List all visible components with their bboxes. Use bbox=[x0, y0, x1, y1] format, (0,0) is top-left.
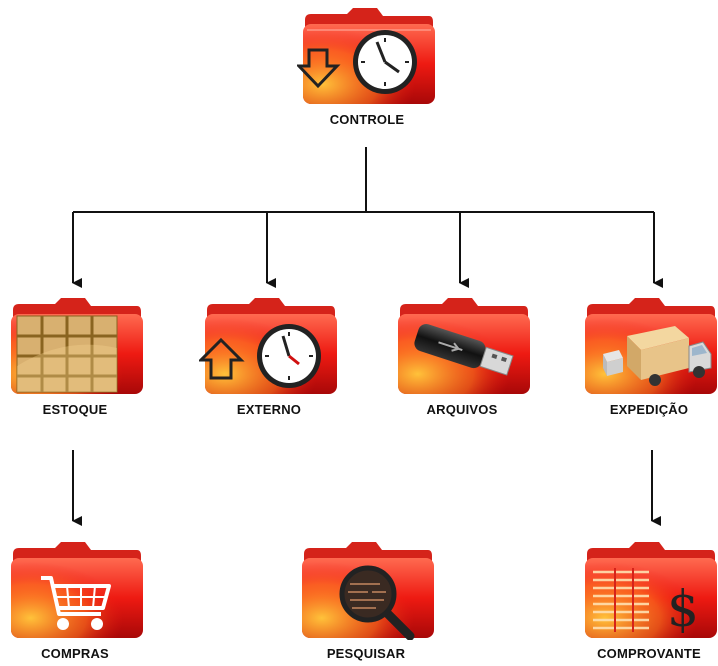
svg-text:$: $ bbox=[667, 580, 699, 638]
folder-compras[interactable]: COMPRAS bbox=[0, 540, 150, 661]
usb-drive-icon bbox=[398, 298, 530, 394]
shelves-icon bbox=[11, 298, 143, 394]
clock-up-arrow-icon bbox=[199, 298, 337, 394]
label-estoque: ESTOQUE bbox=[42, 402, 108, 417]
receipt-dollar-icon: $ bbox=[585, 542, 717, 638]
label-externo: EXTERNO bbox=[236, 402, 302, 417]
label-arquivos: ARQUIVOS bbox=[426, 402, 498, 417]
label-compras: COMPRAS bbox=[41, 646, 109, 661]
folder-expedicao[interactable]: EXPEDIÇÃO bbox=[574, 296, 718, 417]
folder-arquivos[interactable]: ARQUIVOS bbox=[387, 296, 537, 417]
folder-comprovante[interactable]: $ COMPROVANTE bbox=[574, 540, 718, 661]
magnifier-icon bbox=[302, 542, 434, 640]
label-comprovante: COMPROVANTE bbox=[597, 646, 701, 661]
label-controle: CONTROLE bbox=[329, 112, 405, 127]
folder-pesquisar[interactable]: PESQUISAR bbox=[291, 540, 441, 661]
label-expedicao: EXPEDIÇÃO bbox=[609, 402, 689, 417]
delivery-truck-icon bbox=[585, 298, 717, 394]
folder-controle[interactable]: CONTROLE bbox=[292, 6, 442, 127]
folder-externo[interactable]: EXTERNO bbox=[194, 296, 344, 417]
clock-down-arrow-icon bbox=[297, 8, 435, 104]
label-pesquisar: PESQUISAR bbox=[326, 646, 406, 661]
folder-estoque[interactable]: ESTOQUE bbox=[0, 296, 150, 417]
shopping-cart-icon bbox=[11, 542, 143, 638]
